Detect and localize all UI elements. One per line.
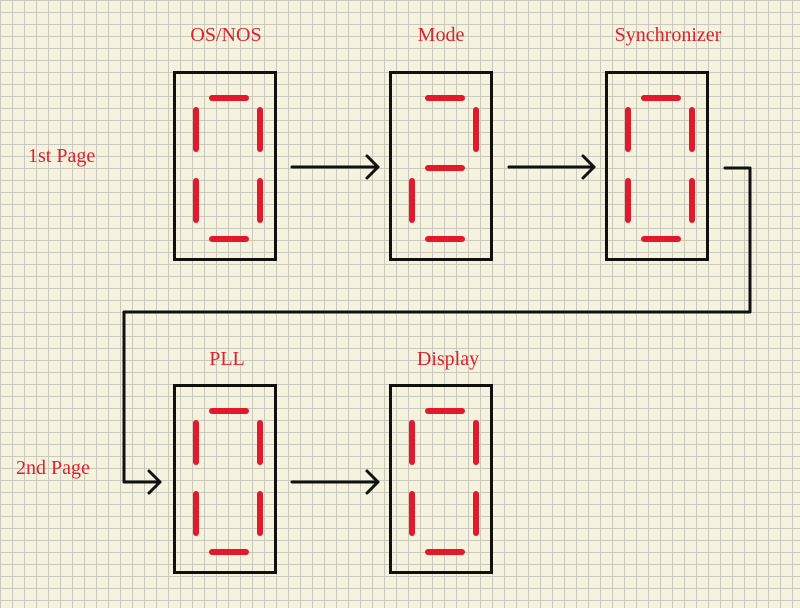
segment-b xyxy=(257,420,263,465)
segment-d xyxy=(209,236,249,242)
segment-c xyxy=(257,491,263,536)
display-title-mode: Mode xyxy=(417,24,465,46)
segment-d xyxy=(209,549,249,555)
seven-segment-display-pll xyxy=(173,384,277,574)
arrow-os-nos-to-mode xyxy=(290,154,380,180)
segment-d xyxy=(425,549,465,555)
seven-segment-display-synchronizer xyxy=(605,71,709,261)
segment-b xyxy=(473,420,479,465)
segment-b xyxy=(257,107,263,152)
seven-segment-display-mode xyxy=(389,71,493,261)
segment-b xyxy=(473,107,479,152)
segment-f xyxy=(625,107,631,152)
segment-a xyxy=(209,95,249,101)
segment-e xyxy=(409,491,415,536)
display-title-display: Display xyxy=(416,348,480,370)
segment-e xyxy=(625,178,631,223)
segment-a xyxy=(425,95,465,101)
row-label-2nd-page: 2nd Page xyxy=(16,457,90,479)
segment-g xyxy=(425,165,465,171)
segment-e xyxy=(193,178,199,223)
segment-f xyxy=(409,420,415,465)
segment-e xyxy=(409,178,415,223)
segment-c xyxy=(257,178,263,223)
display-title-pll: PLL xyxy=(209,348,245,370)
row-label-1st-page: 1st Page xyxy=(28,145,96,167)
seven-segment-display-os-nos xyxy=(173,71,277,261)
arrow-mode-to-synchronizer xyxy=(507,154,596,180)
segment-f xyxy=(193,107,199,152)
segment-d xyxy=(641,236,681,242)
segment-f xyxy=(193,420,199,465)
display-title-os-nos: OS/NOS xyxy=(190,24,262,46)
seven-segment-display-display xyxy=(389,384,493,574)
segment-a xyxy=(425,408,465,414)
segment-c xyxy=(473,491,479,536)
segment-d xyxy=(425,236,465,242)
segment-a xyxy=(641,95,681,101)
arrow-pll-to-display xyxy=(290,469,380,495)
segment-c xyxy=(689,178,695,223)
segment-b xyxy=(689,107,695,152)
arrow-synchronizer-to-pll xyxy=(122,166,752,495)
display-title-synchronizer: Synchronizer xyxy=(614,24,722,46)
segment-e xyxy=(193,491,199,536)
segment-a xyxy=(209,408,249,414)
